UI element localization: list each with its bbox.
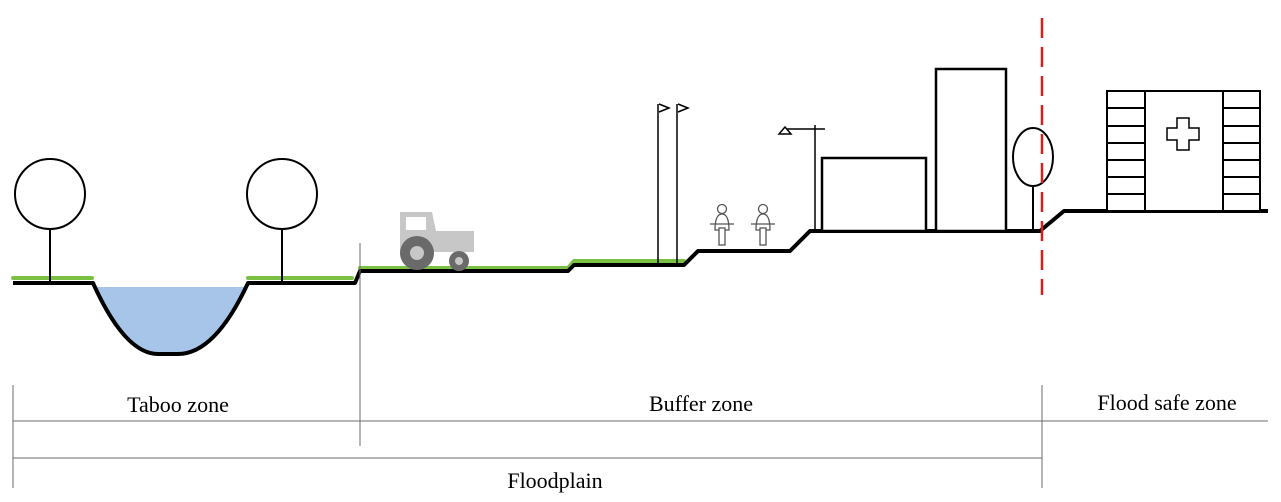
- tractor-icon: [400, 212, 474, 271]
- building-icon: [934, 67, 1008, 233]
- floodplain-label: Floodplain: [507, 468, 602, 493]
- medical-cross-icon: [1166, 117, 1200, 151]
- tree-icon: [1012, 127, 1054, 231]
- flood-safe-zone-label: Flood safe zone: [1097, 390, 1236, 415]
- cyclist-icon: [751, 203, 775, 246]
- flag-pole-icon: [676, 103, 691, 263]
- cyclist-icon: [710, 203, 734, 246]
- taboo-zone-label: Taboo zone: [127, 392, 229, 417]
- street-lamp-icon: [777, 125, 825, 231]
- hospital-icon: [1106, 90, 1261, 212]
- tree-icon: [246, 158, 318, 283]
- river-water: [93, 287, 248, 354]
- buffer-zone-label: Buffer zone: [649, 391, 753, 416]
- ground-profile: [13, 209, 1268, 356]
- building-icon: [820, 156, 928, 233]
- tree-icon: [14, 158, 86, 283]
- zone-guide-lines: [12, 243, 1268, 488]
- flag-pole-icon: [657, 103, 672, 263]
